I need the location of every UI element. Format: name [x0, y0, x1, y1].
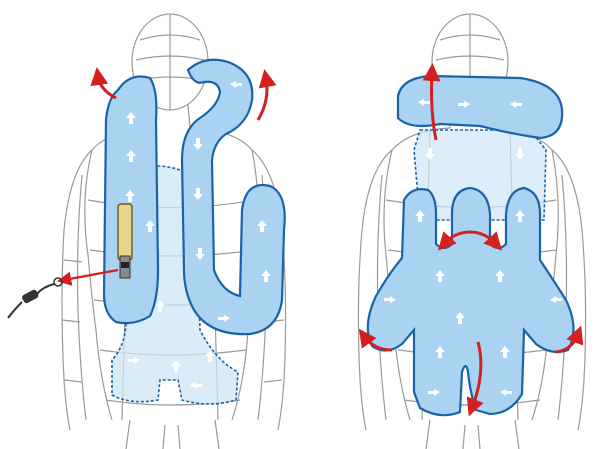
gas-inflator-canister — [118, 204, 132, 278]
trigger-lanyard — [8, 270, 118, 318]
flow-arrow — [200, 97, 212, 104]
back-lower-bladder — [368, 188, 574, 415]
inflation-direction-arrow — [258, 78, 267, 120]
back-collar-bladder — [398, 76, 562, 138]
